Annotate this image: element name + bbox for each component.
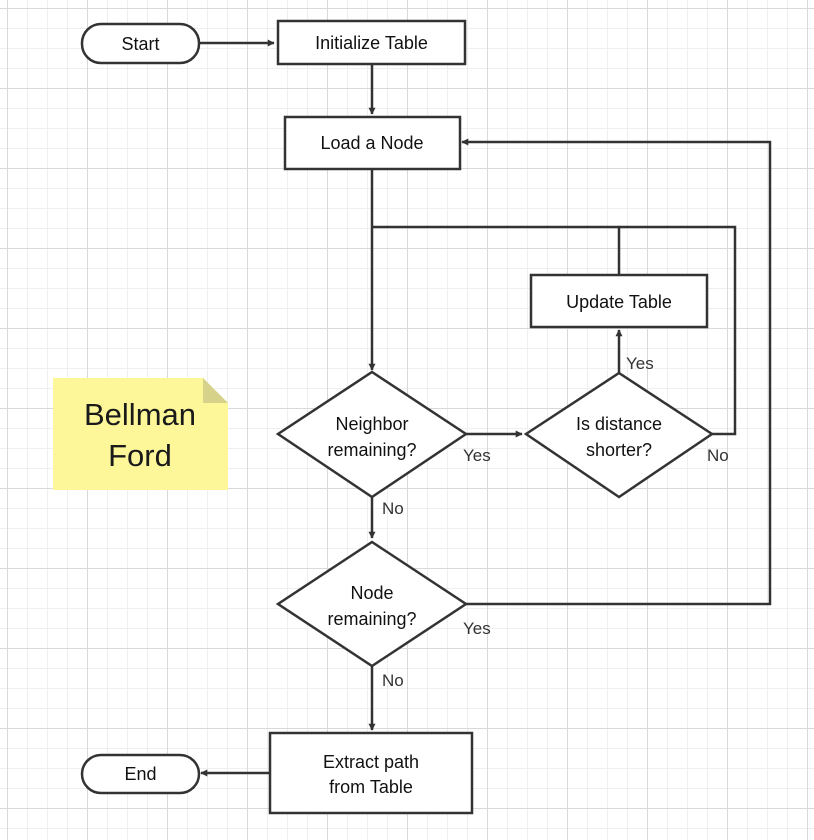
- extract-path-line-1: Extract path: [323, 752, 419, 772]
- edge-node-yes-loop: [461, 138, 772, 606]
- neighbor-remaining-diamond: [275, 370, 469, 499]
- extract-path-node[interactable]: Extract path from Table: [268, 731, 474, 815]
- neighbor-remaining-line-1: Neighbor: [335, 414, 408, 434]
- sticky-note-body: [53, 378, 228, 490]
- start-label: Start: [121, 34, 159, 54]
- extract-path-line-2: from Table: [329, 777, 413, 797]
- start-node[interactable]: Start: [80, 22, 201, 65]
- distance-no-label: No: [707, 446, 729, 465]
- distance-shorter-line-1: Is distance: [576, 414, 662, 434]
- neighbor-remaining-line-2: remaining?: [327, 440, 416, 460]
- end-label: End: [124, 764, 156, 784]
- node-yes-label: Yes: [463, 619, 491, 638]
- initialize-table-label: Initialize Table: [315, 33, 428, 53]
- initialize-table-node[interactable]: Initialize Table: [276, 19, 467, 66]
- update-table-node[interactable]: Update Table: [529, 273, 709, 329]
- distance-shorter-line-2: shorter?: [586, 440, 652, 460]
- neighbor-no-label: No: [382, 499, 404, 518]
- distance-shorter-decision[interactable]: Is distance shorter?: [523, 371, 715, 499]
- edge-distance-no-loop: [619, 225, 737, 436]
- update-table-label: Update Table: [566, 292, 672, 312]
- node-remaining-decision[interactable]: Node remaining?: [275, 540, 469, 668]
- edges: [199, 39, 772, 777]
- update-table-box: [529, 273, 709, 329]
- sticky-note-line-1: Bellman: [84, 397, 196, 432]
- initialize-table-box: [276, 19, 467, 66]
- extract-path-box: [268, 731, 474, 815]
- node-remaining-line-2: remaining?: [327, 609, 416, 629]
- node-no-label: No: [382, 671, 404, 690]
- distance-shorter-diamond: [523, 371, 715, 499]
- node-remaining-line-1: Node: [350, 583, 393, 603]
- load-node-label: Load a Node: [320, 133, 423, 153]
- sticky-note-fold: [203, 378, 228, 403]
- start-terminal-shape: [80, 22, 201, 65]
- sticky-note-line-2: Ford: [108, 438, 172, 473]
- neighbor-yes-label: Yes: [463, 446, 491, 465]
- neighbor-remaining-decision[interactable]: Neighbor remaining?: [275, 370, 469, 499]
- load-node-node[interactable]: Load a Node: [283, 115, 462, 171]
- sticky-note: Bellman Ford: [53, 378, 228, 490]
- edge-update-loop: [372, 225, 621, 275]
- load-node-box: [283, 115, 462, 171]
- distance-yes-label: Yes: [626, 354, 654, 373]
- end-terminal-shape: [80, 753, 201, 795]
- end-node[interactable]: End: [80, 753, 201, 795]
- node-remaining-diamond: [275, 540, 469, 668]
